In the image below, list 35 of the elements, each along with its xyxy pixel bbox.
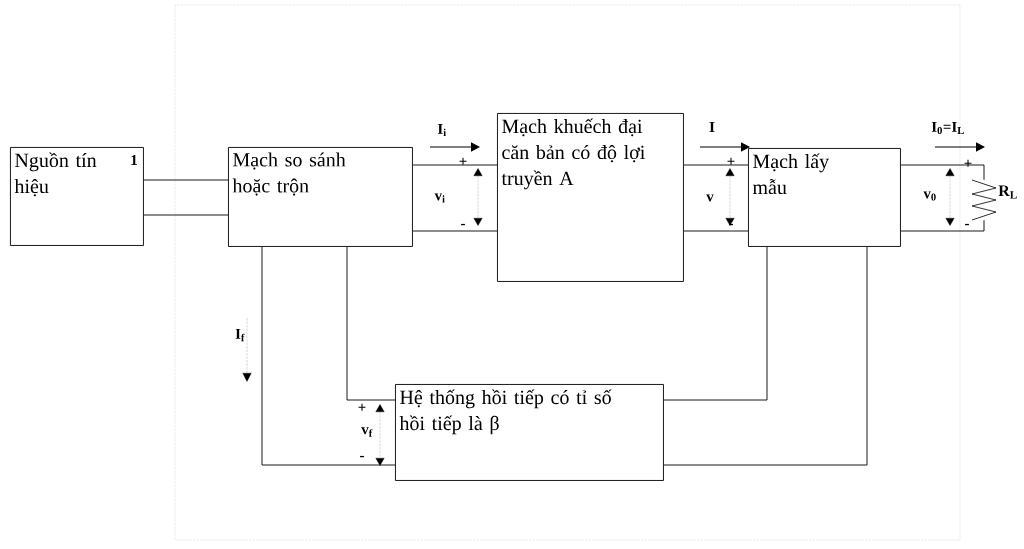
wire [683,164,749,166]
block-box: Hệ thống hồi tiếp có tỉ số hồi tiếp là β [395,384,664,481]
signal-label: - [360,455,364,458]
resistor [971,179,997,221]
block-box: Mạch lấy mẫu [748,148,901,247]
wire [683,230,749,232]
signal-label: I$_{0}$=I$_{L}$ [931,121,964,135]
signal-label: I$_{i}$ [437,123,446,137]
wire [261,246,396,466]
signal-label: v [706,194,714,202]
resistor-label: R$_{L}$ [998,185,1017,199]
signal-label: - [729,223,733,226]
signal-label: I [709,122,715,132]
wire [412,230,498,232]
wire [346,246,396,401]
signal-label: v$_{i}$ [434,193,445,203]
block-box: Mạch khuếch đại căn bản có độ lợi truyền A [497,113,684,282]
block-box: Mạch so sánh hoặc trộn [228,147,413,247]
signal-label: v$_{f}$ [361,427,373,437]
signal-label: v$_{0}$ [923,191,936,201]
wire [143,214,229,216]
signal-label: + [358,403,366,411]
signal-label: 1 [131,155,137,165]
wire [900,164,985,181]
signal-label: + [727,157,735,165]
wire [412,164,498,166]
signal-label: - [965,223,969,226]
wire [663,246,868,466]
signal-label: + [964,159,972,167]
wire [663,246,768,401]
signal-label: + [459,157,467,165]
signal-label: - [461,223,465,226]
wire [900,219,985,232]
signal-label: I$_{f}$ [235,328,245,342]
wire [143,179,229,181]
